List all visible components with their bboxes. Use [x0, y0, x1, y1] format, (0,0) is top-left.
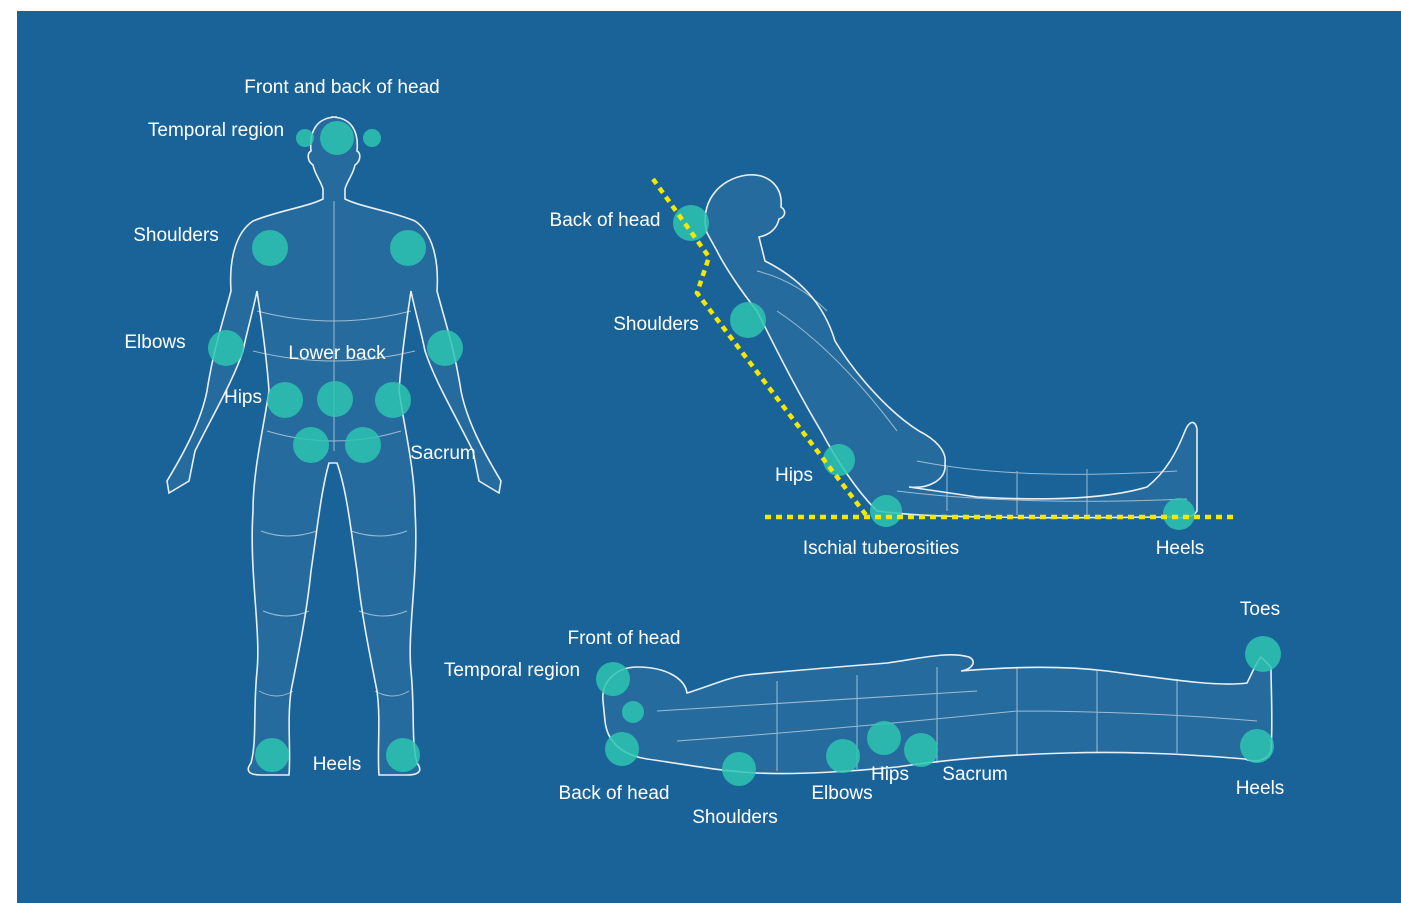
lying-back-of-head-point	[605, 732, 639, 766]
hip-left-point	[267, 382, 303, 418]
label-seated-hips: Hips	[775, 465, 813, 487]
seated-heel-point	[1163, 498, 1195, 530]
shoulder-right-point	[390, 230, 426, 266]
label-lying-temporal-region: Temporal region	[444, 660, 580, 682]
body-figures-svg	[17, 11, 1401, 903]
seated-figure	[653, 175, 1237, 530]
lying-heel-point	[1240, 729, 1274, 763]
label-seated-shoulders: Shoulders	[613, 314, 699, 336]
label-shoulders: Shoulders	[133, 225, 219, 247]
elbow-right-point	[427, 330, 463, 366]
label-temporal-region: Temporal region	[148, 120, 284, 142]
label-lying-hips: Hips	[871, 764, 909, 786]
label-lying-elbows: Elbows	[811, 783, 872, 805]
front-back-head-point	[320, 121, 354, 155]
lying-toes-point	[1245, 636, 1281, 672]
sacrum-left-point	[293, 427, 329, 463]
label-elbows: Elbows	[124, 332, 185, 354]
lower-back-point	[317, 381, 353, 417]
lying-elbow-point	[826, 739, 860, 773]
label-hips: Hips	[224, 387, 262, 409]
seated-ischial-point	[870, 495, 902, 527]
lying-temporal-point	[622, 701, 644, 723]
shoulder-left-point	[252, 230, 288, 266]
elbow-left-point	[208, 330, 244, 366]
label-seated-ischial-tuberosities: Ischial tuberosities	[803, 538, 959, 560]
label-lying-sacrum: Sacrum	[942, 764, 1007, 786]
label-lower-back: Lower back	[288, 343, 385, 365]
hip-right-point	[375, 382, 411, 418]
label-seated-heels: Heels	[1156, 538, 1205, 560]
label-seated-back-of-head: Back of head	[550, 210, 661, 232]
label-lying-front-of-head: Front of head	[567, 628, 680, 650]
lying-hip-point	[867, 721, 901, 755]
lying-front-of-head-point	[596, 662, 630, 696]
sacrum-right-point	[345, 427, 381, 463]
seated-hip-point	[823, 444, 855, 476]
lying-sacrum-point	[904, 733, 938, 767]
label-sacrum: Sacrum	[410, 443, 475, 465]
diagram-panel: Front and back of head Temporal region S…	[17, 11, 1401, 903]
lying-figure	[596, 636, 1281, 786]
label-heels: Heels	[313, 754, 362, 776]
heel-right-point	[386, 738, 420, 772]
seated-shoulder-point	[730, 302, 766, 338]
label-lying-heels: Heels	[1236, 778, 1285, 800]
label-lying-shoulders: Shoulders	[692, 807, 778, 829]
label-lying-back-of-head: Back of head	[559, 783, 670, 805]
temporal-left-point	[296, 129, 314, 147]
heel-left-point	[255, 738, 289, 772]
lying-shoulder-point	[722, 752, 756, 786]
label-front-back-head: Front and back of head	[244, 77, 439, 99]
temporal-right-point	[363, 129, 381, 147]
label-lying-toes: Toes	[1240, 599, 1280, 621]
